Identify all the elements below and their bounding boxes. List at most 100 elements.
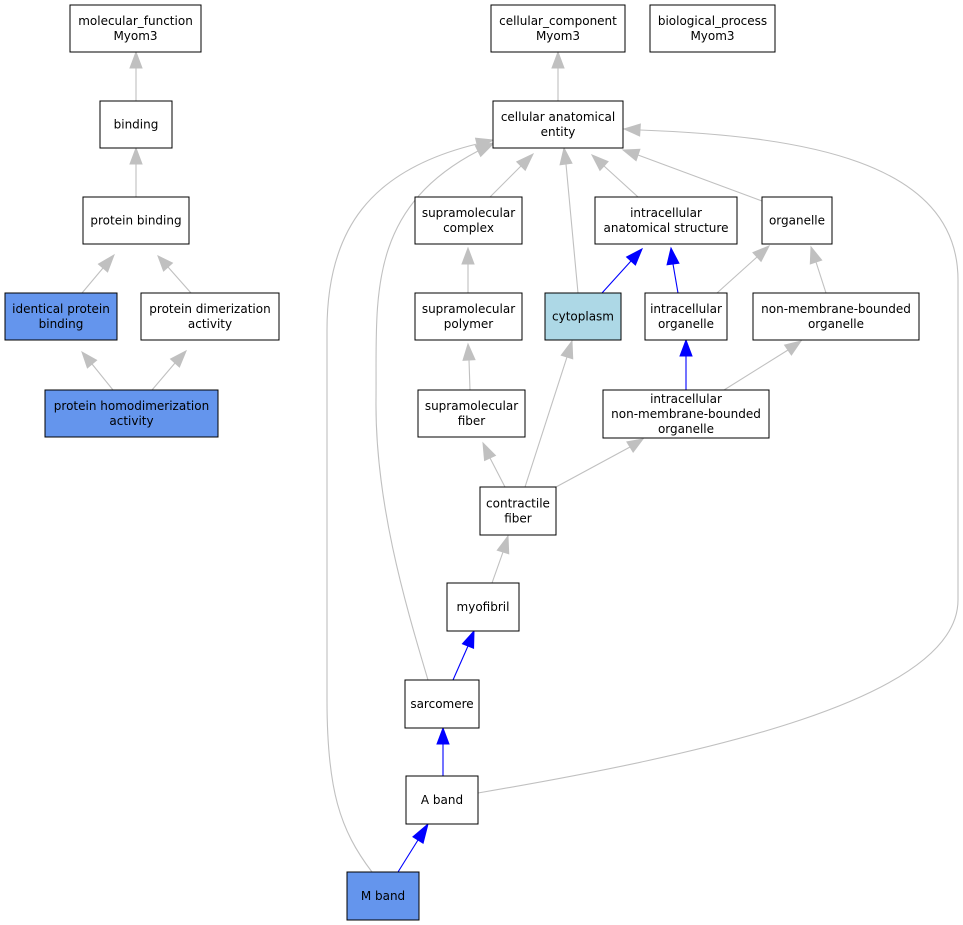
edge-line xyxy=(81,267,104,294)
edge-intracellular_organelle-to-organelle xyxy=(716,245,771,294)
edge-arrowhead xyxy=(496,534,510,555)
edge-arrowhead xyxy=(474,137,495,151)
edge-protein_dimerization-to-protein_binding xyxy=(157,255,192,294)
node-a-band[interactable]: A band xyxy=(405,775,479,825)
node-organelle[interactable]: organelle xyxy=(761,196,833,245)
node-label: activity xyxy=(109,414,153,428)
node-label: protein binding xyxy=(90,214,181,228)
node-box xyxy=(602,389,770,439)
node-label: protein homodimerization xyxy=(54,399,209,413)
edge-cytoplasm-to-intracellular_anatomical_structure xyxy=(601,247,643,294)
node-box xyxy=(479,486,557,536)
edge-line xyxy=(723,349,789,391)
edge-arrowhead xyxy=(461,246,475,265)
node-box xyxy=(405,775,479,825)
edge-cellular_anatomical_entity-to-cc_root xyxy=(551,50,565,101)
node-label: binding xyxy=(39,317,84,331)
node-box xyxy=(99,100,173,149)
edge-protein_homodimerization-to-identical_protein_binding xyxy=(81,350,114,391)
node-m-band[interactable]: M band xyxy=(346,871,420,921)
node-label: biological_process xyxy=(658,14,767,28)
edge-a_band-to-sarcomere xyxy=(436,726,450,776)
edge-arrowhead xyxy=(129,146,143,165)
node-label: supramolecular xyxy=(425,399,518,413)
edge-line xyxy=(716,256,758,294)
node-box xyxy=(69,4,202,53)
edge-arrowhead xyxy=(560,339,574,360)
node-label: supramolecular xyxy=(422,302,515,316)
node-box xyxy=(140,292,280,341)
edge-line xyxy=(375,150,479,681)
edge-line xyxy=(489,457,506,488)
edge-arrowhead xyxy=(551,50,565,69)
node-box xyxy=(44,389,219,438)
node-label: non-membrane-bounded xyxy=(611,407,761,421)
node-label: organelle xyxy=(769,214,825,228)
edge-line xyxy=(151,362,176,391)
node-protein-binding[interactable]: protein binding xyxy=(82,196,190,245)
node-label: contractile xyxy=(486,497,550,511)
edge-arrowhead xyxy=(622,123,641,137)
edge-arrowhead xyxy=(752,245,771,263)
node-myofibril[interactable]: myofibril xyxy=(446,582,520,632)
node-box xyxy=(346,871,420,921)
edge-line xyxy=(637,154,763,202)
node-label: Myom3 xyxy=(690,29,734,43)
node-label: M band xyxy=(361,889,405,903)
edge-supramolecular_complex-to-cellular_anatomical_entity xyxy=(489,152,535,198)
node-label: complex xyxy=(443,221,494,235)
node-box xyxy=(752,292,920,341)
node-label: organelle xyxy=(808,317,864,331)
node-binding[interactable]: binding xyxy=(99,100,173,149)
edge-line xyxy=(468,359,471,391)
node-intracellular-non-membrane-bounded-organelle[interactable]: intracellularnon-membrane-boundedorganel… xyxy=(602,389,770,439)
edge-intracellular_non_membrane_bounded_organelle-to-non_membrane_bounded_organelle xyxy=(524,339,574,488)
edge-organelle-to-cellular_anatomical_entity xyxy=(621,148,763,202)
node-label: identical protein xyxy=(12,302,110,316)
edge-contractile_fiber-to-cytoplasm xyxy=(679,338,693,390)
edge-sarcomere-to-myofibril xyxy=(452,629,475,681)
edge-line xyxy=(477,129,959,794)
node-sarcomere[interactable]: sarcomere xyxy=(404,679,480,729)
edge-line xyxy=(452,645,469,681)
node-box xyxy=(417,389,526,438)
node-box xyxy=(490,4,626,53)
node-label: entity xyxy=(541,125,576,139)
edge-line xyxy=(555,446,631,488)
edge-arrowhead xyxy=(436,726,450,745)
edge-line xyxy=(524,356,568,488)
node-box xyxy=(446,582,520,632)
node-cytoplasm[interactable]: cytoplasm xyxy=(544,292,622,341)
edge-m_band-to-cellular_anatomical_entity xyxy=(326,137,495,873)
node-box xyxy=(414,196,523,245)
edge-identical_protein_binding-to-protein_binding xyxy=(81,253,115,294)
node-box xyxy=(4,292,118,341)
edge-myofibril-to-contractile_fiber xyxy=(491,534,510,584)
node-label: A band xyxy=(421,793,463,807)
edges-layer xyxy=(81,50,959,873)
node-label: organelle xyxy=(658,317,714,331)
edge-arrowhead xyxy=(621,148,641,162)
node-box xyxy=(594,196,738,245)
node-label: cytoplasm xyxy=(552,310,614,324)
node-label: supramolecular xyxy=(422,206,515,220)
edge-arrowhead xyxy=(462,342,476,361)
edge-arrowhead xyxy=(129,50,143,69)
edge-arrowhead xyxy=(412,822,429,844)
node-box xyxy=(644,292,728,341)
